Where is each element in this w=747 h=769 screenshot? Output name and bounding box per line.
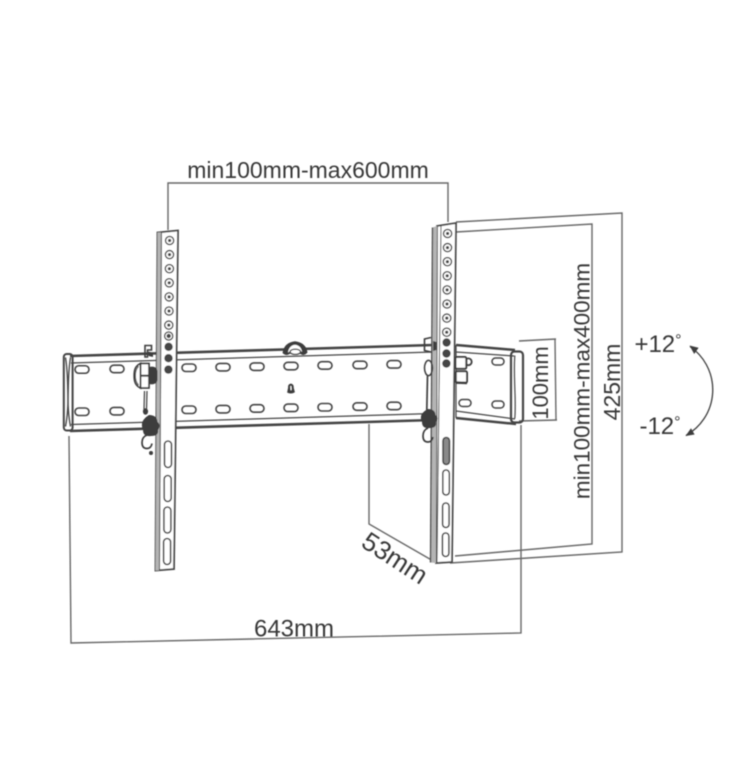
- svg-text:min100mm-max400mm: min100mm-max400mm: [570, 263, 595, 499]
- svg-text:643mm: 643mm: [254, 616, 334, 643]
- svg-text:+12°: +12°: [634, 331, 681, 358]
- svg-text:425mm: 425mm: [599, 344, 625, 421]
- svg-text:min100mm-max600mm: min100mm-max600mm: [187, 157, 429, 183]
- svg-text:-12°: -12°: [639, 413, 680, 440]
- svg-text:100mm: 100mm: [528, 346, 553, 419]
